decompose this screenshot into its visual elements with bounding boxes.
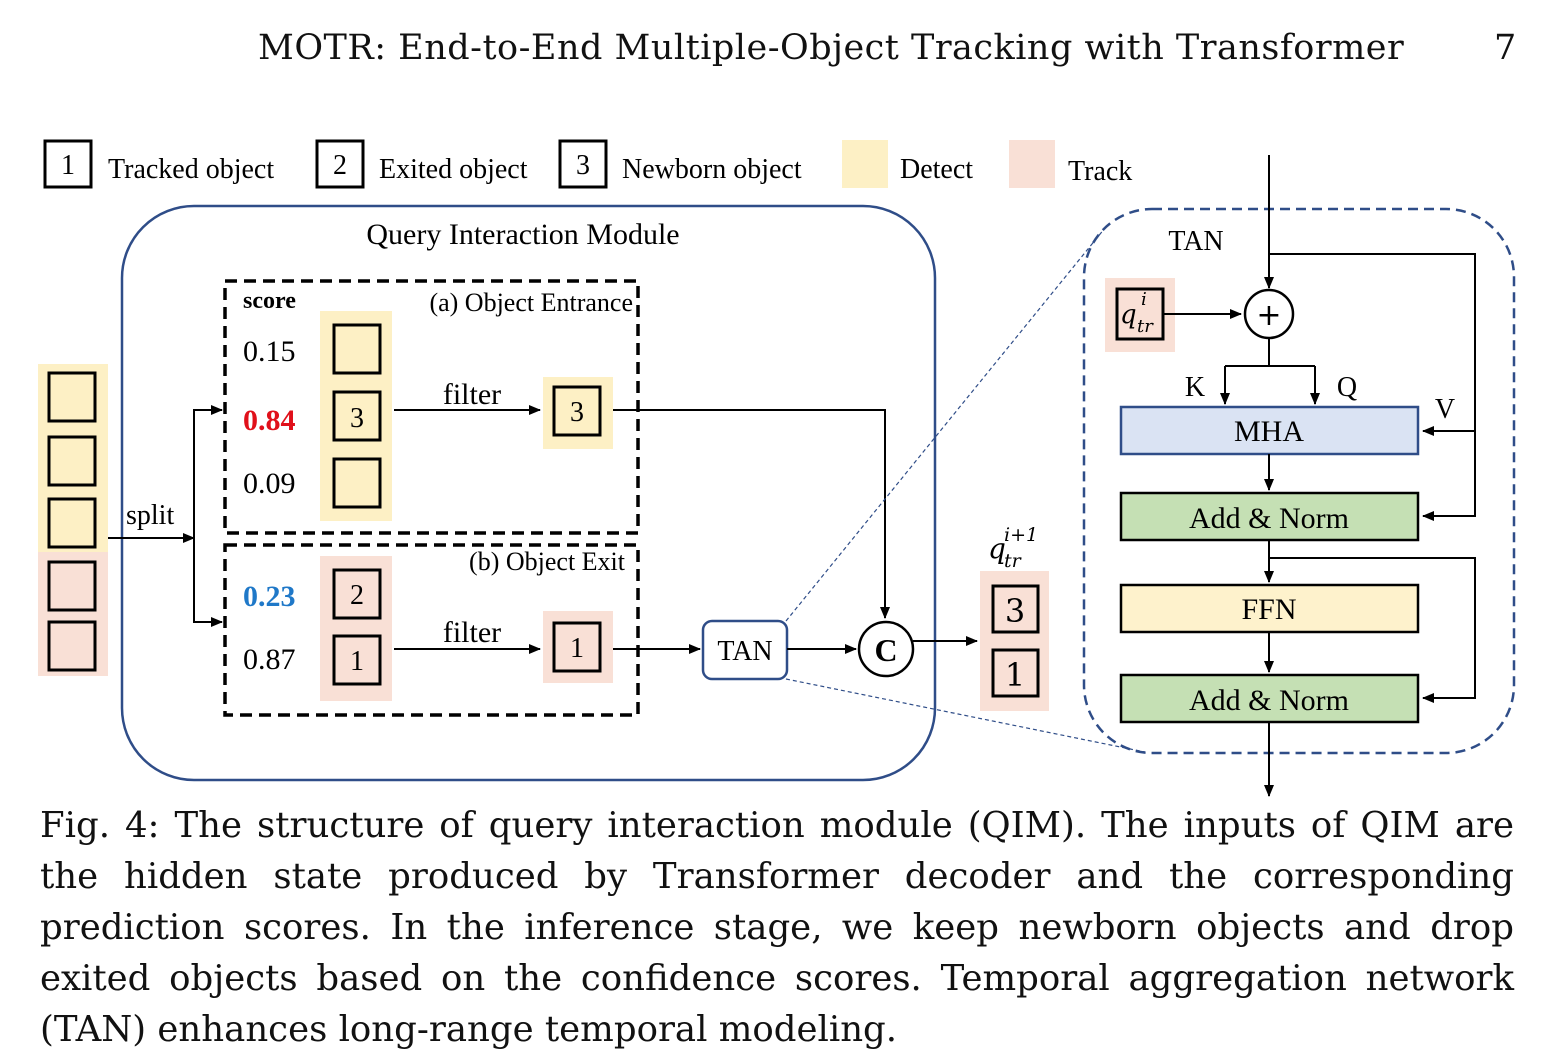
query-label: Q [1337,372,1357,403]
add-norm-label-2: Add & Norm [1189,684,1349,717]
exit-kept-box [552,621,602,673]
object-exit-title: (b) Object Exit [469,547,626,576]
entrance-query-box [332,323,382,375]
output-box-num: 1 [1005,656,1025,694]
pos-query-sup: i [1141,289,1147,310]
qim-title: Query Interaction Module [366,218,679,251]
key-label: K [1185,372,1205,403]
legend-tracked-num: 1 [61,150,75,181]
legend: 1 Tracked object 2 Exited object 3 Newbo… [43,139,1132,189]
concat-node [857,620,915,678]
add-norm-block-2 [1119,673,1420,724]
exit-score: 0.87 [243,643,296,676]
tan-detail-border [1082,207,1516,755]
entrance-to-concat-arrow [613,409,890,619]
legend-newborn-label: Newborn object [622,154,802,185]
entrance-score: 0.09 [243,467,296,500]
track-query-box [47,560,97,612]
mha-block [1119,405,1420,456]
legend-newborn-box [558,139,608,189]
detect-query-box [47,371,97,423]
pos-query-q: q [1120,300,1137,330]
add-node-label: + [1256,298,1281,333]
legend-exited-num: 2 [333,150,347,181]
entrance-kept-num: 3 [570,397,584,428]
exit-query-num: 1 [350,646,364,677]
legend-newborn-num: 3 [576,150,590,181]
value-label: V [1435,394,1455,425]
zoom-connector [785,678,1146,753]
entrance-query-box [332,390,382,442]
exit-query-box [332,568,382,620]
exit-filter-label: filter [443,616,501,649]
output-box-num: 3 [1005,592,1025,630]
residual-arrow-2 [1269,557,1476,703]
exit-score-low: 0.23 [243,580,296,613]
legend-exited-label: Exited object [379,154,528,185]
pos-query-sub: tr [1137,316,1154,337]
entrance-query-box [332,457,382,509]
legend-track-label: Track [1068,156,1132,187]
legend-detect-label: Detect [900,154,973,185]
legend-tracked-label: Tracked object [108,154,274,185]
ffn-block [1119,583,1420,634]
output-box [991,584,1040,634]
exit-query-box [332,634,382,686]
add-norm-block-1 [1119,491,1420,542]
object-entrance-panel [223,279,640,535]
object-entrance-title: (a) Object Entrance [429,288,633,317]
mha-label: MHA [1234,415,1304,448]
legend-detect-swatch [842,140,888,188]
output-label-sub: tr [1004,550,1023,572]
entrance-score: 0.15 [243,335,296,368]
input-queries [38,364,108,676]
qim-module-border [120,204,937,782]
split-to-exit-arrow [193,538,223,627]
split-to-entrance-arrow [193,405,223,622]
output-box [991,648,1040,698]
detect-query-box [47,435,97,487]
add-norm-label-1: Add & Norm [1189,502,1349,535]
entrance-filter-label: filter [443,378,501,411]
output-label-sup: i+1 [1004,524,1038,546]
score-header: score [243,288,296,314]
split-label: split [126,500,174,531]
entrance-kept-box [552,385,602,437]
object-exit-panel [223,543,640,717]
qim-figure: 1 Tracked object 2 Exited object 3 Newbo… [38,139,1516,797]
ffn-label: FFN [1241,593,1296,626]
exit-query-num: 2 [350,580,364,611]
legend-track-swatch [1009,140,1055,188]
page-number: 7 [1494,28,1517,68]
tan-detail-title: TAN [1168,226,1223,257]
concat-label: C [874,632,897,668]
exit-kept-num: 1 [570,633,584,664]
detect-query-box [47,497,97,549]
residual-arrow-1 [1269,253,1476,521]
track-query-box [47,620,97,672]
legend-exited-box [315,139,365,189]
tan-box-label: TAN [717,636,772,667]
entrance-query-num: 3 [350,403,364,434]
entrance-score-high: 0.84 [243,404,296,437]
legend-tracked-box [43,139,93,189]
figure-caption: Fig. 4: The structure of query interacti… [40,805,1514,1050]
running-header-title: MOTR: End-to-End Multiple-Object Trackin… [258,28,1405,68]
zoom-connector [785,227,1106,622]
output-label-q: q [988,532,1006,565]
